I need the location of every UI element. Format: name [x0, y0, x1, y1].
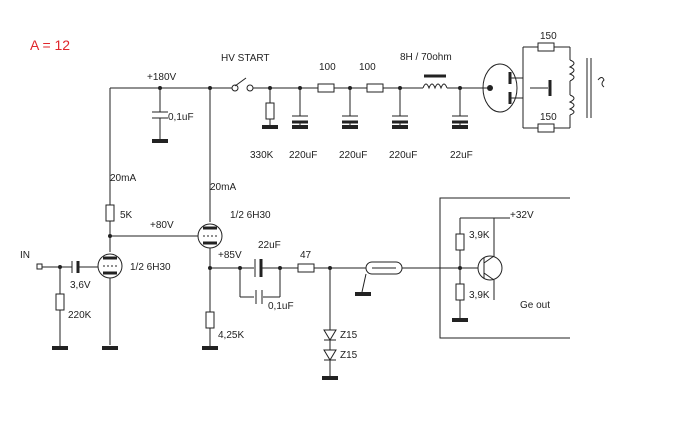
label-tube-lower: 1/2 6H30 [130, 262, 171, 273]
resistor-47 [297, 263, 315, 273]
label-v80: +80V [150, 220, 174, 231]
zener-z15-stack [322, 268, 338, 380]
resistor-150-top [537, 42, 555, 52]
label-r47: 47 [300, 250, 312, 261]
label-c220a: 220uF [289, 150, 317, 161]
amplification-title: A = 12 [30, 37, 70, 53]
label-r220k: 220K [68, 310, 92, 321]
transformer [523, 42, 605, 133]
ge-output-stage [439, 197, 570, 339]
cap-0-1uf-top [152, 88, 168, 143]
label-r100a: 100 [319, 62, 336, 73]
label-r150-top: 150 [540, 31, 557, 42]
hv-rail [109, 74, 490, 210]
resistor-100-a [317, 83, 335, 93]
coupling-network [210, 259, 366, 304]
label-v180: +180V [147, 72, 177, 83]
cap-220uf-b [342, 88, 358, 129]
label-20ma-mid: 20mA [210, 182, 236, 193]
label-cap-01-top: 0,1uF [168, 112, 194, 123]
label-z15b: Z15 [340, 350, 358, 361]
choke-8h [422, 83, 448, 90]
label-r330k: 330K [250, 150, 274, 161]
label-r39k-top: 3,9K [469, 230, 490, 241]
ge-transistor [477, 255, 503, 281]
label-cap-01-mid: 0,1uF [268, 301, 294, 312]
resistor-330k [262, 88, 278, 129]
label-v32: +32V [510, 210, 534, 221]
label-r39k-bot: 3,9K [469, 290, 490, 301]
label-c22-mid: 22uF [258, 240, 281, 251]
resistor-5k [105, 204, 115, 252]
label-c22-top: 22uF [450, 150, 473, 161]
label-v36: 3,6V [70, 280, 91, 291]
cap-220uf-a [292, 88, 308, 129]
switch-contact-right [246, 84, 254, 92]
label-c220b: 220uF [339, 150, 367, 161]
label-v85: +85V [218, 250, 242, 261]
resistor-220k [55, 293, 65, 311]
label-ge-out: Ge out [520, 300, 550, 311]
tube-upper [108, 88, 223, 312]
input-network [36, 261, 98, 350]
cap-22uf-top [452, 88, 468, 129]
label-r100b: 100 [359, 62, 376, 73]
label-in: IN [20, 250, 30, 261]
label-hv-start: HV START [221, 53, 270, 64]
resistor-150-bot [537, 123, 555, 133]
hv-start-switch [234, 77, 247, 87]
label-z15a: Z15 [340, 330, 358, 341]
resistor-3-9k-top [455, 233, 465, 251]
label-tube-upper: 1/2 6H30 [230, 210, 271, 221]
label-choke: 8H / 70ohm [400, 52, 452, 63]
cap-220uf-c [392, 88, 408, 129]
label-r150-bot: 150 [540, 112, 557, 123]
label-r425k: 4,25K [218, 330, 244, 341]
resistor-3-9k-bot [455, 283, 465, 301]
switch-contact-left [231, 84, 239, 92]
label-c220c: 220uF [389, 150, 417, 161]
tube-lower [97, 253, 123, 350]
label-20ma-left: 20mA [110, 173, 136, 184]
resistor-4-25k [202, 311, 218, 350]
label-r5k: 5K [120, 210, 133, 221]
rectifier-tube [482, 47, 524, 128]
resistor-100-b [366, 83, 384, 93]
